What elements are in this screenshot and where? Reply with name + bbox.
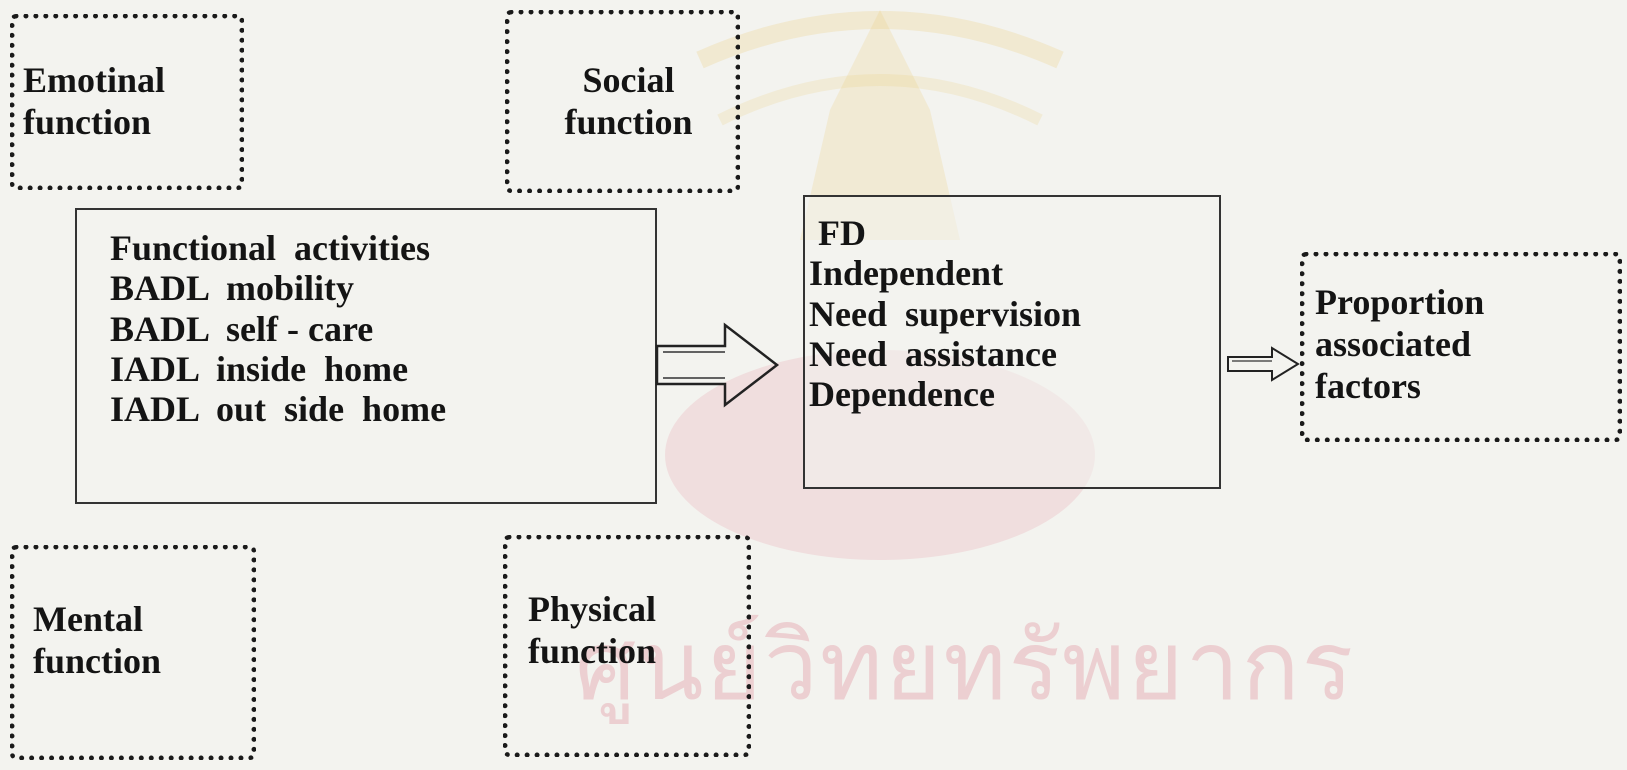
physical-function-box: Physical function — [503, 535, 751, 757]
fd-line-5: Dependence — [809, 374, 995, 415]
proportion-box: Proportion associated factors — [1300, 252, 1622, 442]
proportion-line-2: associated — [1315, 324, 1471, 365]
fd-line-2: Independent — [809, 253, 1004, 294]
mental-line-1: Mental — [33, 599, 143, 639]
functional-activities-box: Functional activities BADL mobility BADL… — [75, 208, 657, 504]
activities-line-4: IADL inside home — [110, 348, 409, 389]
social-line-1: Social — [582, 60, 675, 100]
fd-line-3: Need supervision — [809, 293, 1082, 334]
activities-line-5: IADL out side home — [110, 389, 447, 430]
fd-line-4: Need assistance — [809, 333, 1057, 374]
fd-box: FD Independent Need supervision Need ass… — [803, 195, 1221, 489]
emotional-function-box: Emotinal function — [10, 14, 244, 190]
activities-to-fd-arrow — [655, 322, 780, 408]
social-line-2: function — [564, 102, 693, 143]
mental-function-box: Mental function — [10, 545, 256, 760]
fd-line-1: FD — [809, 213, 866, 253]
activities-line-2: BADL mobility — [110, 268, 355, 309]
physical-line-2: function — [528, 631, 657, 672]
emotional-line-2: function — [23, 102, 152, 143]
emotional-line-1: Emotinal — [23, 60, 166, 100]
social-function-box: Social function — [505, 10, 740, 193]
physical-line-1: Physical — [528, 589, 657, 629]
activities-line-1: Functional activities — [110, 228, 430, 268]
proportion-line-3: factors — [1315, 366, 1421, 407]
watermark-text: ศูนย์วิทยทรัพยากร — [575, 610, 1356, 722]
mental-line-2: function — [33, 641, 162, 682]
proportion-line-1: Proportion — [1315, 282, 1485, 322]
fd-to-proportion-arrow — [1227, 346, 1300, 382]
activities-line-3: BADL self - care — [110, 308, 374, 349]
